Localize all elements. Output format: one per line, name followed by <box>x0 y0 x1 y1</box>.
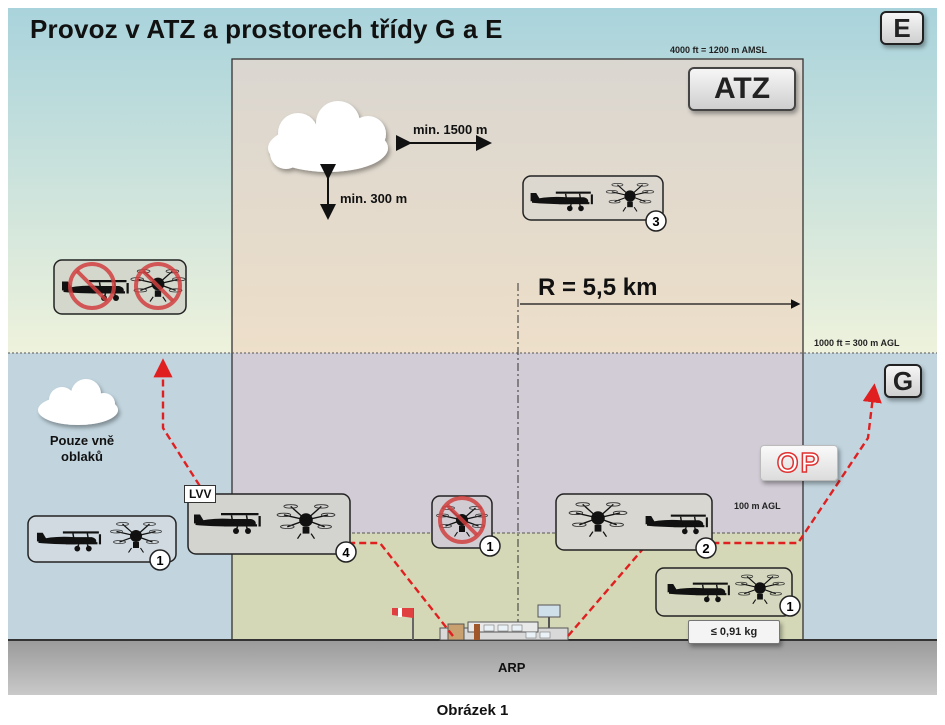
box-2 <box>555 493 713 551</box>
class-g-badge: G <box>884 364 922 398</box>
arp-label: ARP <box>498 660 526 675</box>
figure-caption: Obrázek 1 <box>436 702 509 719</box>
cloud-atz <box>268 101 388 172</box>
svg-text:2: 2 <box>702 541 709 556</box>
atz-badge: ATZ <box>688 67 796 111</box>
svg-text:1: 1 <box>486 539 493 554</box>
airspace-graphic: 3 1 4 1 2 1 <box>8 8 937 695</box>
box-3 <box>522 175 664 221</box>
cloud-note-line2: oblaků <box>61 449 103 464</box>
number-3: 3 <box>652 214 659 229</box>
upper-limit-label: 4000 ft = 1200 m AMSL <box>670 45 767 55</box>
diagram-canvas: 3 1 4 1 2 1 Provoz v ATZ a prostorech tř… <box>8 8 937 695</box>
vertical-distance-label: min. 300 m <box>340 191 408 206</box>
box-4 <box>187 493 351 555</box>
cloud-class-g <box>38 379 118 425</box>
class-e-badge: E <box>880 11 924 45</box>
horizontal-distance-label: min. 1500 m <box>413 122 488 137</box>
cloud-note: Pouze vně oblaků <box>28 433 136 465</box>
svg-text:1: 1 <box>786 599 793 614</box>
ground <box>8 640 937 695</box>
g-ceiling-label: 1000 ft = 300 m AGL <box>814 338 900 348</box>
box-1-right <box>655 567 793 617</box>
windsock <box>392 608 414 640</box>
svg-text:1: 1 <box>156 553 163 568</box>
flight-routes <box>153 358 882 637</box>
prohibited-box-center <box>431 495 493 549</box>
number-markers: 3 1 4 1 2 1 <box>149 210 801 617</box>
radius-label: R = 5,5 km <box>538 274 658 301</box>
airport-building <box>439 604 569 641</box>
svg-text:4: 4 <box>342 545 350 560</box>
box-1-left <box>27 515 177 563</box>
lvv-label: LVV <box>184 485 217 503</box>
diagram-title: Provoz v ATZ a prostorech třídy G a E <box>30 14 503 44</box>
op-badge: OP <box>760 445 838 481</box>
cloud-note-line1: Pouze vně <box>49 433 115 448</box>
weight-label: ≤ 0,91 kg <box>688 620 780 644</box>
prohibited-box-class-e <box>53 259 187 315</box>
agl-100-label: 100 m AGL <box>734 501 781 511</box>
